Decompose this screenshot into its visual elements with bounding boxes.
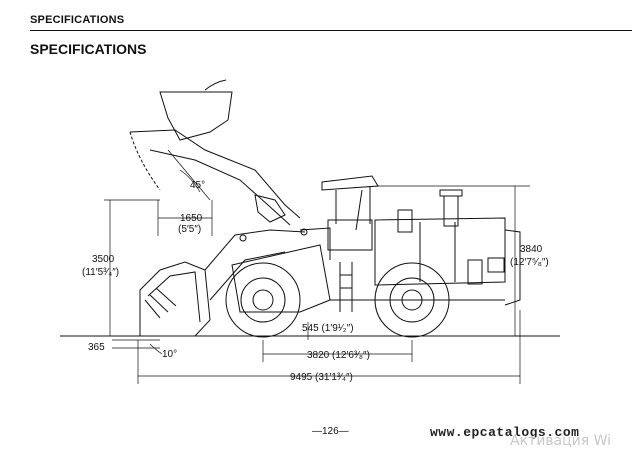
access-ladder [339, 262, 353, 312]
lowered-boom [204, 229, 306, 271]
bucket-angle-label: 10° [162, 349, 177, 360]
operator-seat-area [327, 219, 373, 251]
lowered-bucket [139, 261, 211, 337]
page-title: SPECIFICATIONS [30, 41, 147, 57]
os-activation-watermark: Активация Wi [510, 433, 612, 449]
overall-height-mm-label: 3840 [520, 244, 543, 255]
air-intake [397, 209, 413, 233]
boom-link [254, 194, 286, 223]
page-number: —126— [312, 426, 349, 437]
running-header: SPECIFICATIONS [30, 14, 125, 26]
counterweight [504, 229, 521, 306]
header-divider [30, 30, 632, 31]
wheelbase-label: 3820 (12′6³⁄₈″) [307, 350, 370, 361]
dump-angle-arc [179, 169, 201, 193]
rear-wheel [374, 262, 450, 338]
dig-depth-label: 365 [88, 342, 105, 353]
raised-bucket [159, 91, 233, 141]
engine-hood [374, 217, 506, 286]
exhaust-stack [443, 195, 459, 227]
dump-angle-label: 45° [190, 180, 205, 191]
bucket-angle-arc [149, 343, 163, 355]
dump-height-ft-label: (11′5³⁄₄″) [82, 267, 119, 278]
site-watermark: www.epcatalogs.com [430, 425, 580, 440]
overall-length-label: 9495 (31′1³⁄₄″) [290, 372, 353, 383]
overall-height-ft-label: (12′7⁵⁄₈″) [510, 257, 549, 268]
ground-clearance-label: 545 (1′9¹⁄₂″) [302, 323, 354, 334]
reach-ft-label: (5′5″) [178, 224, 201, 235]
raised-boom-upper [129, 129, 301, 219]
reach-mm-label: 1650 [180, 213, 203, 224]
dump-height-mm-label: 3500 [92, 254, 115, 265]
front-wheel [225, 262, 301, 338]
front-frame [231, 244, 331, 313]
